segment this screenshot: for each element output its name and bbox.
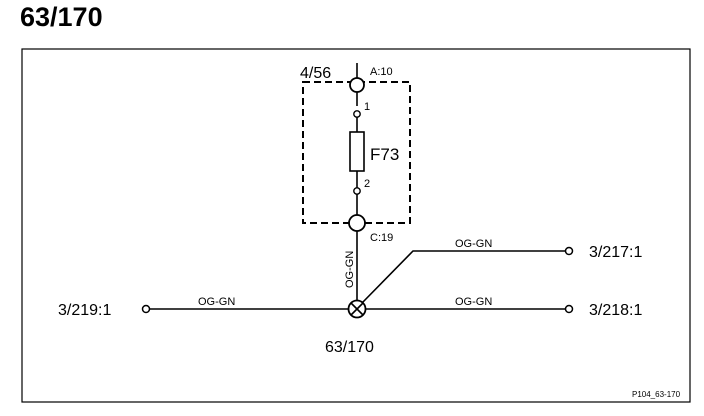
lower-right-wire-color: OG-GN <box>455 296 492 308</box>
diagram-frame <box>21 48 691 403</box>
connector-lower-right-label: 3/218:1 <box>589 302 642 319</box>
connector-lower-right-icon <box>564 304 574 314</box>
upper-right-wire-color: OG-GN <box>455 238 492 250</box>
page-title: 63/170 <box>20 2 103 32</box>
footer-reference: P104_63-170 <box>632 390 681 399</box>
left-wire-color: OG-GN <box>198 296 235 308</box>
connector-upper-right-label: 3/217:1 <box>589 244 642 261</box>
bottom-terminal <box>348 214 366 232</box>
connector-left-icon <box>141 304 151 314</box>
contact-1 <box>353 110 361 118</box>
module-id: 4/56 <box>300 65 331 82</box>
contact-2-label: 2 <box>364 178 370 190</box>
pin-bottom-label: C:19 <box>370 232 393 244</box>
contact-1-label: 1 <box>364 101 370 113</box>
contact-2 <box>353 187 361 195</box>
connector-left-label: 3/219:1 <box>58 302 111 319</box>
splice-icon <box>347 299 367 319</box>
fuse-label: F73 <box>370 145 399 164</box>
pin-top-label: A:10 <box>370 66 393 78</box>
connector-upper-right-icon <box>564 246 574 256</box>
fuse-symbol <box>349 131 365 172</box>
upper-right-wire <box>361 250 565 304</box>
vertical-wire-color: OG-GN <box>344 251 356 288</box>
top-terminal <box>349 77 365 93</box>
splice-label: 63/170 <box>325 339 374 356</box>
